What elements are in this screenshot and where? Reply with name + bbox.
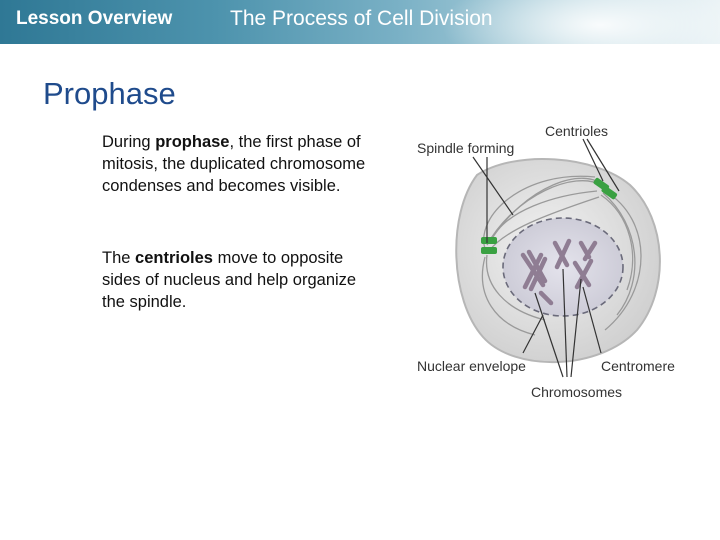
label-chromosomes: Chromosomes <box>531 384 622 400</box>
term-centrioles: centrioles <box>135 249 213 267</box>
paragraph-prophase: During prophase, the first phase of mito… <box>102 131 372 197</box>
chromosomes <box>520 238 598 306</box>
slide-header: Lesson Overview The Process of Cell Divi… <box>0 0 720 44</box>
paragraph-prophase-pre: During <box>102 133 156 151</box>
label-centromere: Centromere <box>601 358 675 374</box>
term-prophase: prophase <box>155 133 230 151</box>
label-spindle-forming: Spindle forming <box>417 140 514 156</box>
label-centrioles: Centrioles <box>545 123 608 139</box>
header-topic-title: The Process of Cell Division <box>230 7 493 30</box>
slide-title: Prophase <box>43 76 176 111</box>
header-glow <box>440 0 720 44</box>
prophase-cell-diagram: Spindle forming Centrioles Nuclear envel… <box>417 123 675 400</box>
header-lesson-label: Lesson Overview <box>16 8 173 29</box>
paragraph-centrioles: The centrioles move to opposite sides of… <box>102 247 372 313</box>
paragraph-prophase-post: , the first phase of mitosis, the duplic… <box>102 133 366 195</box>
paragraph-centrioles-post: move to opposite sides of nucleus and he… <box>102 249 357 311</box>
label-leader-lines <box>472 138 620 378</box>
centriole-top <box>593 177 618 200</box>
label-nuclear-envelope: Nuclear envelope <box>417 358 526 374</box>
nuclear-envelope <box>502 217 624 317</box>
paragraph-centrioles-pre: The <box>102 249 136 267</box>
centriole-left <box>481 237 497 254</box>
